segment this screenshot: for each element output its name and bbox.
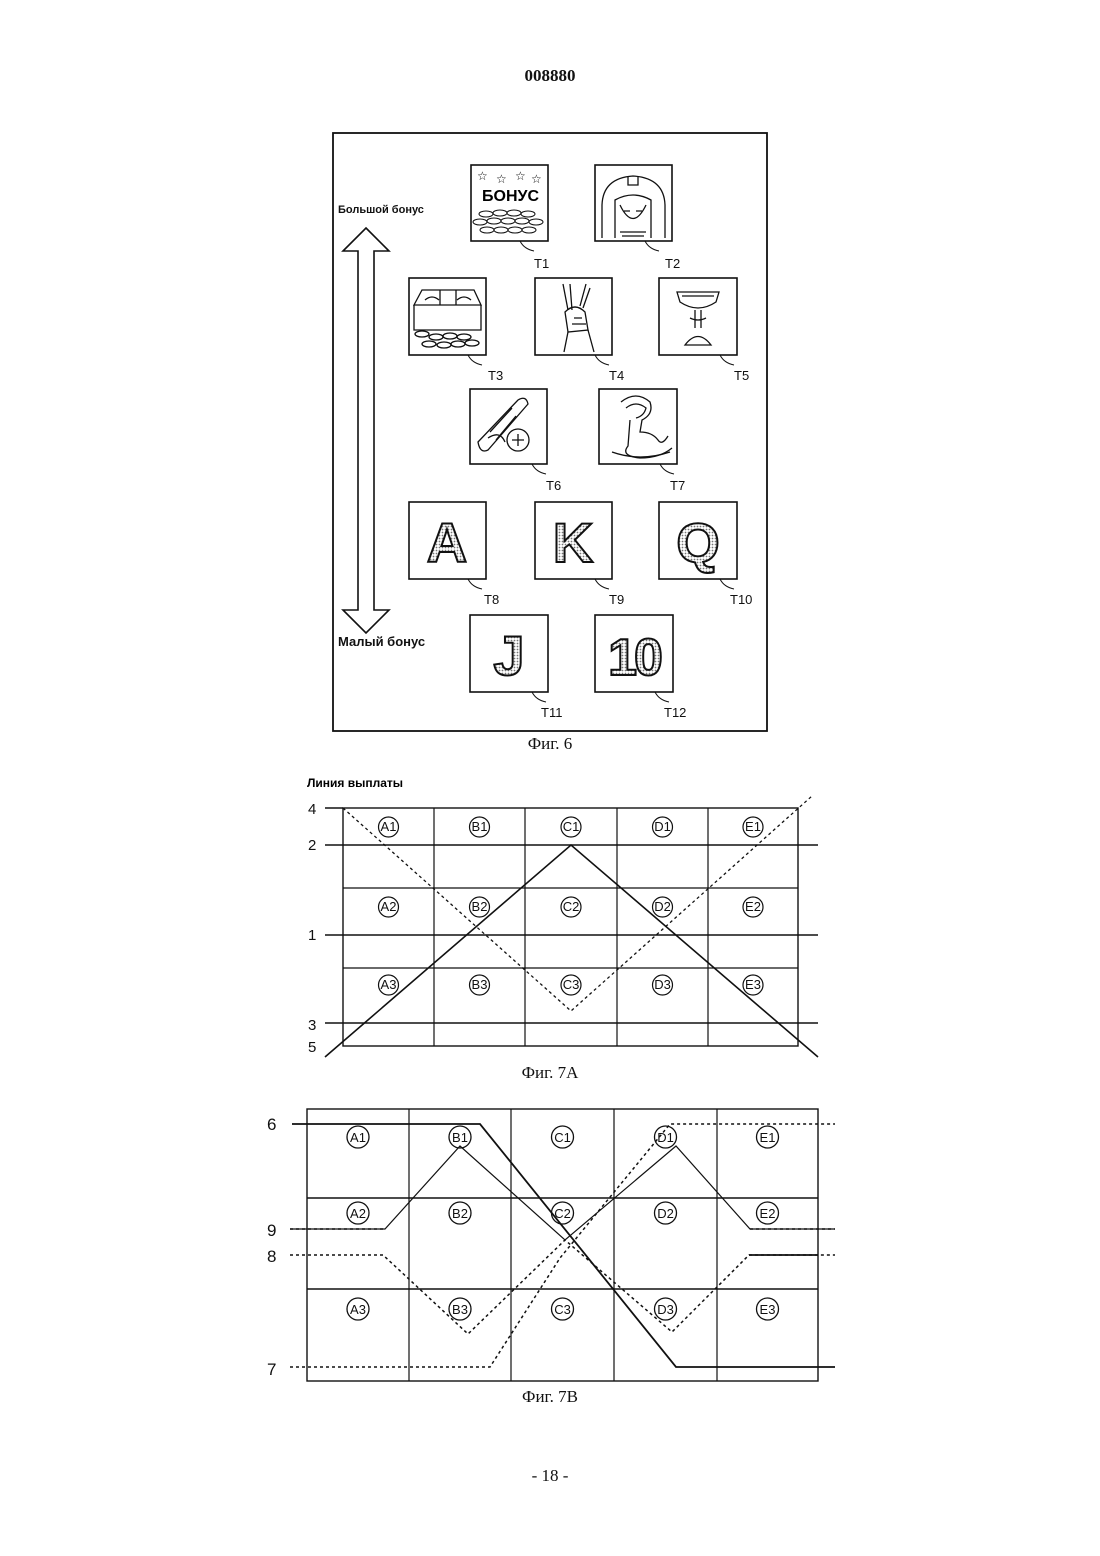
letter-a-icon: A	[427, 511, 467, 574]
cell-label: C1	[554, 1130, 571, 1145]
symbol-t1: ☆ ☆ ☆ ☆ БОНУС	[471, 165, 548, 251]
paylines-7b	[290, 1124, 835, 1367]
reel-grid-7b	[307, 1109, 818, 1381]
cell-label: E2	[745, 899, 761, 914]
cell-label: D1	[657, 1130, 674, 1145]
symbol-t9: K	[535, 502, 612, 589]
number-10-icon: 10	[608, 629, 661, 687]
cell-label: C1	[563, 819, 580, 834]
cell-label: B2	[472, 899, 488, 914]
payline-label-2: 2	[308, 837, 316, 854]
cell-label: A2	[381, 899, 397, 914]
cell-label: A1	[350, 1130, 366, 1145]
bonus-text: БОНУС	[482, 188, 539, 205]
cell-label: B3	[452, 1302, 468, 1317]
payline-5	[325, 845, 818, 1057]
cell-label: E3	[745, 977, 761, 992]
symbol-t12: 10	[595, 615, 673, 702]
cell-label: D3	[657, 1302, 674, 1317]
symbol-label-t9: T9	[609, 592, 624, 607]
cell-label: A3	[381, 977, 397, 992]
symbol-label-t3: T3	[488, 368, 503, 383]
payline-7	[290, 1124, 835, 1367]
symbol-label-t10: T10	[730, 592, 752, 607]
symbol-label-t12: T12	[664, 705, 686, 720]
cell-label: E3	[760, 1302, 776, 1317]
arrow-top-label: Большой бонус	[338, 204, 424, 216]
payline-6	[292, 1124, 835, 1367]
cell-label: D2	[657, 1206, 674, 1221]
svg-text:☆: ☆	[531, 172, 542, 186]
payline-label-3: 3	[308, 1017, 316, 1034]
symbol-t7	[599, 389, 677, 474]
letter-k-icon: K	[553, 511, 593, 574]
payline-label-5: 5	[308, 1039, 316, 1056]
payline-label-4: 4	[308, 801, 316, 818]
arrow-bottom-label: Малый бонус	[338, 634, 425, 649]
payline-label-8: 8	[267, 1247, 276, 1266]
symbol-t4	[535, 278, 612, 365]
cell-label: D1	[654, 819, 671, 834]
symbol-label-t11: T11	[541, 705, 562, 720]
figure-6-caption: Фиг. 6	[0, 734, 1100, 754]
grid-frame	[343, 808, 798, 1046]
cell-label: B1	[452, 1130, 468, 1145]
symbol-t3	[409, 278, 486, 365]
symbol-t6	[470, 389, 547, 474]
symbol-t10: Q	[659, 502, 737, 589]
payline-label-9: 9	[267, 1221, 276, 1240]
page-number: - 18 -	[0, 1466, 1100, 1486]
figure-7a: Линия выплаты A1 B1 C1 D1 E1A2 B2 C2 D2 E2A3 B3 C3…	[0, 770, 1100, 1070]
symbol-label-t8: T8	[484, 592, 499, 607]
grid-frame	[307, 1109, 818, 1381]
symbol-t11: J	[470, 615, 548, 702]
symbol-t2	[595, 165, 672, 251]
cell-label: A3	[350, 1302, 366, 1317]
figure-6: Большой бонус Малый бонус ☆ ☆ ☆ ☆ БОНУС	[0, 0, 1100, 760]
payline-label-7: 7	[267, 1360, 276, 1379]
reel-grid-7a	[343, 808, 798, 1046]
cell-label: A2	[350, 1206, 366, 1221]
symbol-label-t7: T7	[670, 478, 685, 493]
svg-text:☆: ☆	[496, 172, 507, 186]
cell-label: C3	[554, 1302, 571, 1317]
figure-7b: A1B1C1D1E1A2B2C2D2E2A3B3C3D3E3 6 9 8 7	[0, 1100, 1100, 1390]
svg-text:☆: ☆	[515, 169, 526, 183]
letter-q-icon: Q	[676, 511, 720, 574]
payline-label-6: 6	[267, 1115, 276, 1134]
reel-cells-7b: A1B1C1D1E1A2B2C2D2E2A3B3C3D3E3	[347, 1126, 779, 1320]
cell-label: E2	[760, 1206, 776, 1221]
symbol-label-t4: T4	[609, 368, 624, 383]
svg-text:☆: ☆	[477, 169, 488, 183]
cell-label: D3	[654, 977, 671, 992]
cell-label: E1	[760, 1130, 776, 1145]
cell-label: B1	[472, 819, 488, 834]
figure-7b-caption: Фиг. 7B	[0, 1387, 1100, 1407]
payline-label-1: 1	[308, 927, 316, 944]
symbol-label-t6: T6	[546, 478, 561, 493]
symbol-t5	[659, 278, 737, 365]
symbol-label-t1: T1	[534, 256, 549, 271]
figure-7a-caption: Фиг. 7А	[0, 1063, 1100, 1083]
cell-label: C3	[563, 977, 580, 992]
cell-label: E1	[745, 819, 761, 834]
symbol-label-t5: T5	[734, 368, 749, 383]
cell-label: C2	[563, 899, 580, 914]
payline-title: Линия выплаты	[307, 776, 403, 790]
symbol-t8: A	[409, 502, 486, 589]
cell-label: D2	[654, 899, 671, 914]
symbol-label-t2: T2	[665, 256, 680, 271]
cell-label: B2	[452, 1206, 468, 1221]
cell-label: B3	[472, 977, 488, 992]
letter-j-icon: J	[493, 624, 524, 687]
cell-label: A1	[381, 819, 397, 834]
